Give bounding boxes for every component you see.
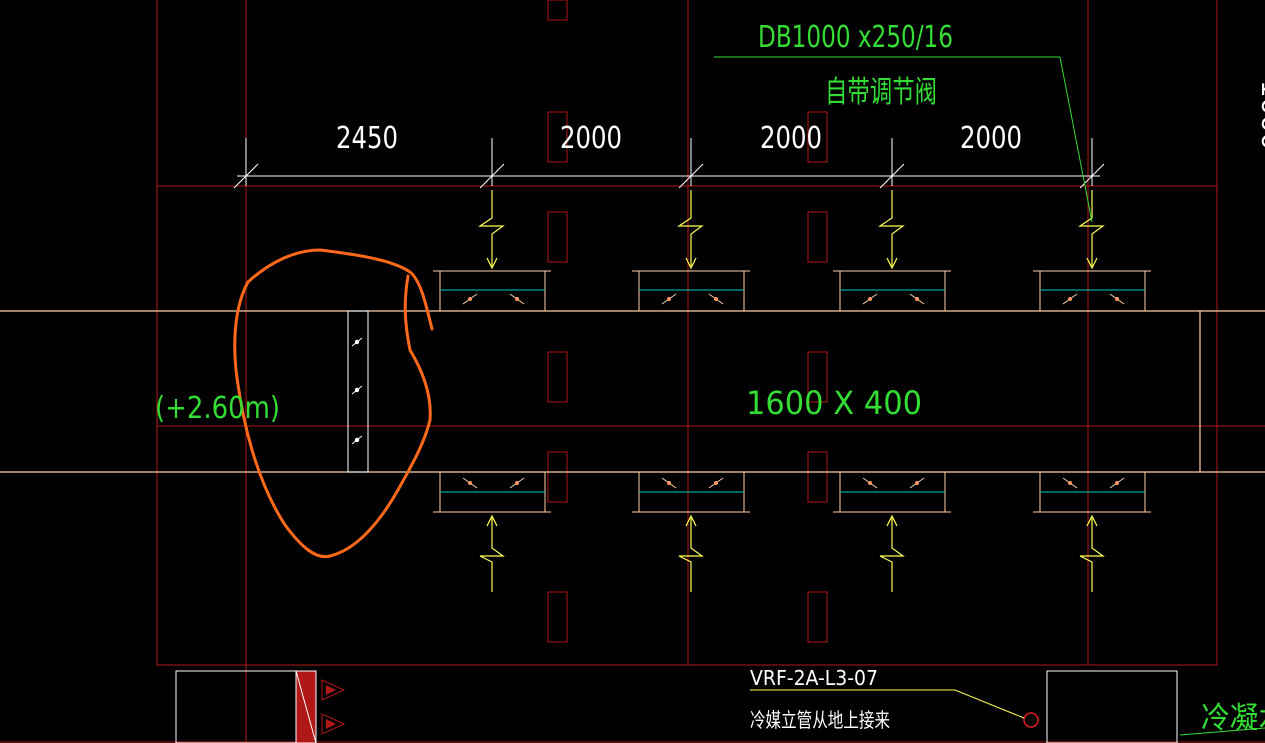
main-duct-size: 1600 X 400 <box>746 384 922 422</box>
dimension-text-3: 2000 <box>760 121 822 156</box>
spec-leader <box>714 56 1093 223</box>
refrigerant-note: 冷媒立管从地上接来 <box>750 708 890 732</box>
damper-note: 自带调节阀 <box>825 75 937 110</box>
duct-spec-label: DB1000 x250/16 <box>758 20 953 55</box>
markup-outline <box>233 248 434 559</box>
flow-arrows <box>478 190 1105 592</box>
flow-arrow-bottom-3 <box>879 514 905 592</box>
dimension-text-1: 2450 <box>336 121 398 156</box>
diffuser-bottom-1 <box>433 471 551 513</box>
vrf-label: VRF-2A-L3-07 <box>750 666 878 690</box>
diffuser-top-4 <box>1033 270 1151 312</box>
diffuser-bottom-3 <box>833 471 951 513</box>
flow-arrow-bottom-1 <box>479 514 505 592</box>
flow-arrow-top-4 <box>1078 190 1105 270</box>
diffuser-top-2 <box>632 270 750 312</box>
fire-damper-strip <box>347 310 369 473</box>
labels: DB1000 x250/16 自带调节阀 2450 2000 2000 2000… <box>155 20 1265 736</box>
right-edge-text: 1000 <box>1255 80 1265 150</box>
flow-arrow-top-1 <box>478 190 505 270</box>
condensate-note: 冷凝水 <box>1201 701 1265 736</box>
diffuser-top-1 <box>433 270 551 312</box>
dimension-line <box>233 138 1105 189</box>
diffusers-bottom <box>433 471 1151 513</box>
bottom-equipment <box>175 670 1265 743</box>
diffusers-top <box>433 270 1151 312</box>
flow-arrow-bottom-4 <box>1079 514 1105 592</box>
flow-arrow-top-3 <box>878 190 905 270</box>
dimension-text-2: 2000 <box>560 121 622 156</box>
flow-arrow-bottom-2 <box>678 514 704 592</box>
elevation-label: (+2.60m) <box>155 391 280 426</box>
dimension-text-4: 2000 <box>960 121 1022 156</box>
diffuser-bottom-4 <box>1033 471 1151 513</box>
main-duct <box>0 310 1265 473</box>
diffuser-top-3 <box>833 270 951 312</box>
diffuser-bottom-2 <box>632 471 750 513</box>
flow-arrow-top-2 <box>677 190 704 270</box>
